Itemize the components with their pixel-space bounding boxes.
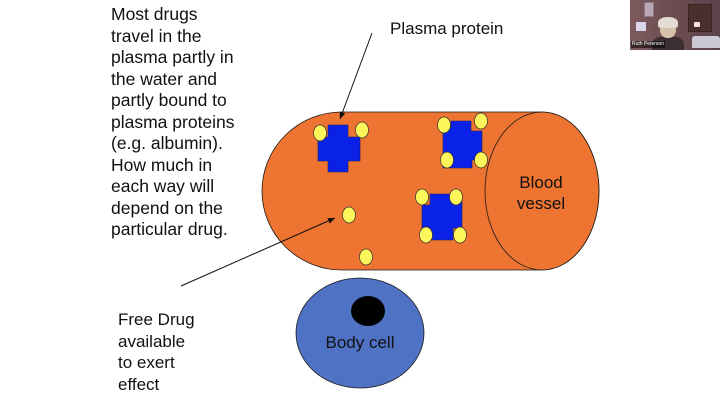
plasma-protein-3: [421, 193, 463, 241]
bookshelf: [688, 4, 712, 32]
wall-sign: [636, 22, 646, 31]
lamp: [694, 22, 700, 27]
bound-drug: [437, 116, 451, 134]
free-drug-label: Free Drug available to exert effect: [118, 310, 195, 394]
cell-nucleus: [351, 296, 385, 326]
free-drug: [359, 248, 373, 266]
bound-drug: [415, 188, 429, 206]
bound-drug: [453, 226, 467, 244]
free-drug-arrow: [180, 217, 336, 287]
bound-drug: [449, 188, 463, 206]
participant-hair: [658, 17, 678, 28]
wall-picture: [644, 2, 654, 17]
plasma-protein-arrow: [339, 32, 373, 120]
participant-name: Ruth Peterson: [631, 41, 665, 48]
blood-vessel-end: [484, 111, 600, 271]
blood-vessel-label: Blood vessel: [516, 173, 566, 213]
body-cell: [295, 277, 425, 389]
bound-drug: [313, 124, 327, 142]
couch: [692, 36, 720, 48]
bound-drug: [419, 226, 433, 244]
bound-drug: [440, 151, 454, 169]
bound-drug: [474, 112, 488, 130]
body-cell-label: Body cell: [325, 333, 395, 352]
webcam-thumbnail[interactable]: Ruth Peterson: [630, 0, 720, 50]
explanation-text: Most drugs travel in the plasma partly i…: [111, 4, 235, 239]
bound-drug: [355, 121, 369, 139]
bound-drug: [474, 151, 488, 169]
plasma-protein-label: Plasma protein: [390, 19, 504, 38]
free-drug: [342, 206, 356, 224]
